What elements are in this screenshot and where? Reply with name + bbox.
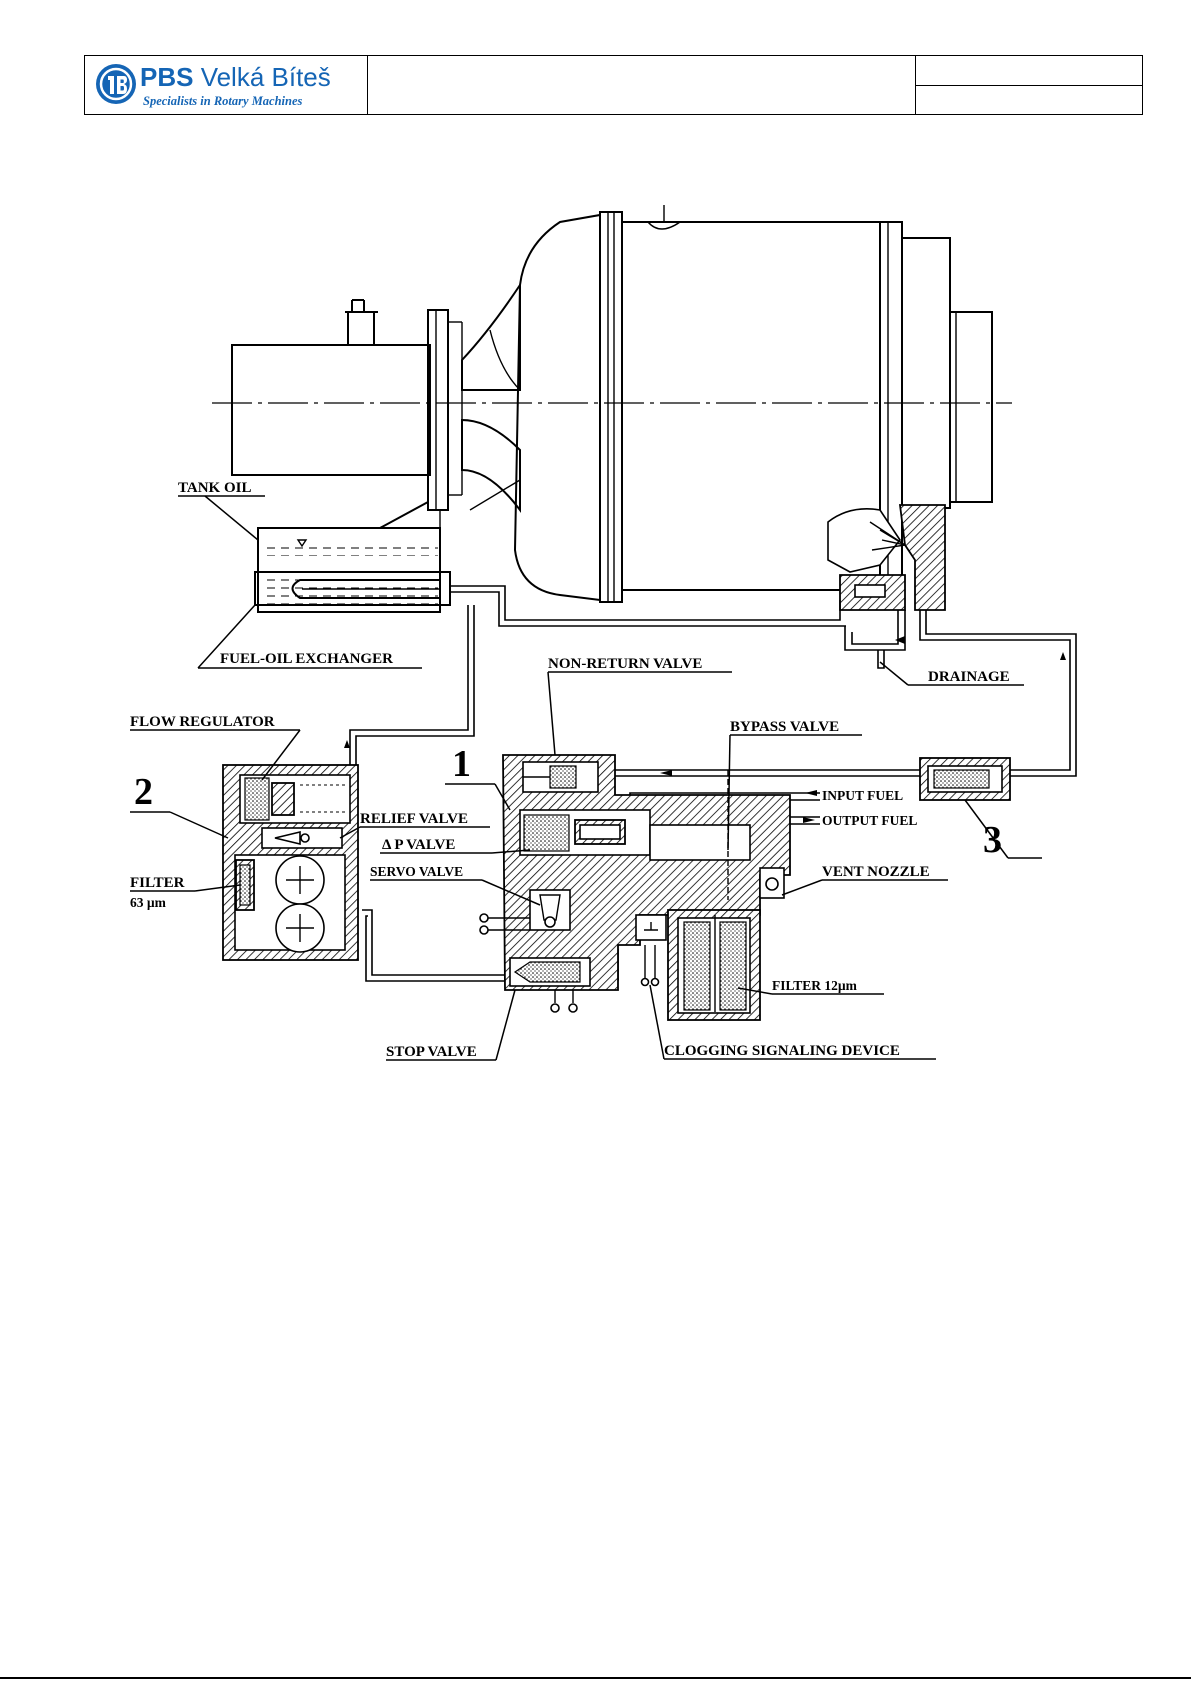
label-servo-valve: SERVO VALVE	[370, 864, 463, 879]
label-bypass-valve: BYPASS VALVE	[730, 719, 839, 735]
compressor-flange	[600, 212, 622, 602]
unit-2-pump	[223, 765, 358, 960]
stop-valve-connectors	[551, 990, 577, 1012]
page-bottom-rule	[0, 1677, 1191, 1679]
label-relief-valve: RELIEF VALVE	[360, 811, 468, 827]
flow-regulator-piston	[245, 778, 269, 820]
fuel-manifold-block	[900, 505, 945, 610]
filter-12-element-left	[684, 922, 710, 1010]
compressor-casing-front	[515, 215, 600, 600]
gearbox-housing	[232, 345, 430, 475]
label-vent-nozzle: VENT NOZZLE	[822, 864, 930, 880]
unit-1-fuel-control	[480, 755, 790, 1020]
gearbox-fitting	[345, 300, 378, 345]
label-filter-size: 63 µm	[130, 895, 167, 910]
fuel-nozzle-body	[828, 509, 900, 572]
callout-unit-3: 3	[983, 819, 1002, 861]
callout-unit-1: 1	[452, 743, 471, 785]
bypass-valve-cavity	[650, 825, 750, 860]
label-stop-valve: STOP VALVE	[386, 1044, 477, 1060]
oil-level-mark	[298, 540, 306, 546]
label-drainage: DRAINAGE	[928, 669, 1010, 685]
label-filter: FILTER	[130, 875, 185, 891]
label-tank-oil: TANK OIL	[178, 480, 251, 496]
stop-valve-spool	[515, 962, 580, 982]
unit-3-fuel-filter	[920, 758, 1010, 800]
label-output-fuel: OUTPUT FUEL	[822, 813, 917, 828]
label-non-return-valve: NON-RETURN VALVE	[548, 656, 702, 672]
turbine-housing	[902, 238, 950, 508]
label-delta-p-valve: Δ P VALVE	[382, 837, 455, 853]
intake-cone-top	[462, 285, 520, 390]
intake-cone-bottom	[462, 420, 520, 510]
filter-12-element-right	[720, 922, 746, 1010]
label-filter-12: FILTER 12µm	[772, 978, 858, 993]
callout-unit-2: 2	[134, 771, 153, 813]
label-input-fuel: INPUT FUEL	[822, 788, 903, 803]
label-clogging-device: CLOGGING SIGNALING DEVICE	[664, 1043, 900, 1059]
oil-tank-assembly	[255, 502, 450, 612]
line-exchanger-to-regulator	[350, 605, 468, 765]
line-exchanger-to-nozzle	[450, 586, 840, 620]
delta-p-valve-piston	[524, 815, 569, 851]
label-flow-regulator: FLOW REGULATOR	[130, 714, 275, 730]
label-fuel-oil-exchanger: FUEL-OIL EXCHANGER	[220, 651, 393, 667]
